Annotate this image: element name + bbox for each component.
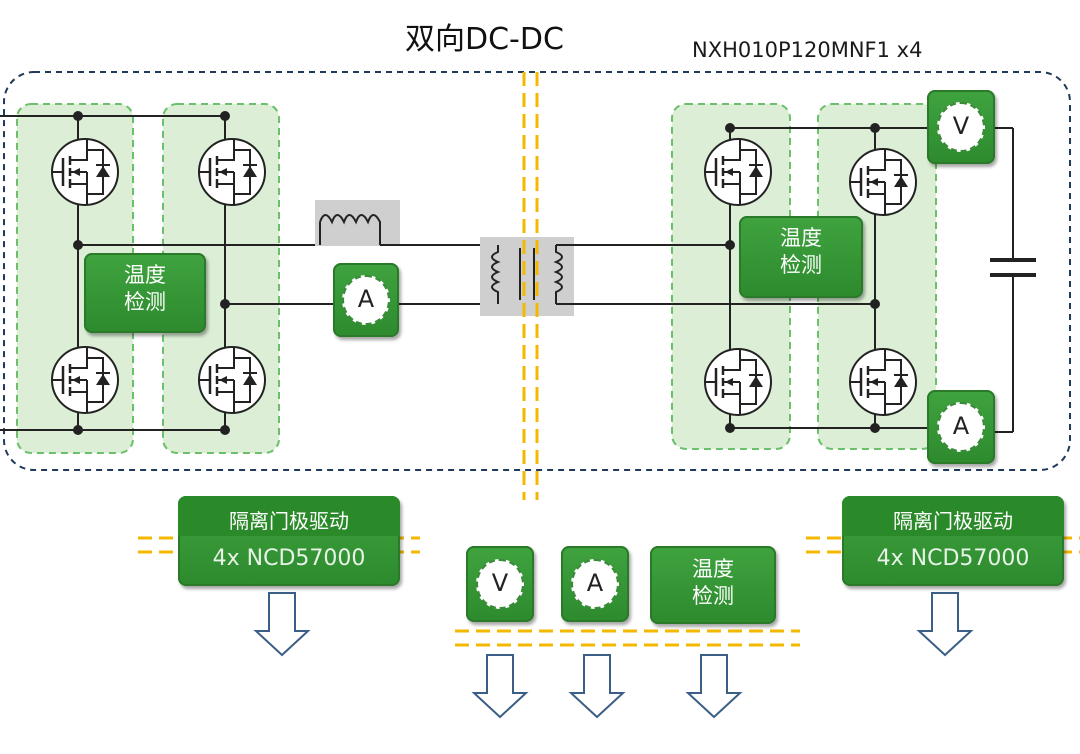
voltage-meter-bottom: V	[466, 546, 534, 622]
diagram-title: 双向DC-DC	[405, 22, 564, 57]
voltage-meter-right: V	[927, 90, 995, 164]
gate-driver-left-part: 4x NCD57000	[212, 546, 366, 571]
meter-dial: A	[937, 402, 985, 452]
meter-dial: V	[476, 559, 524, 609]
gate-driver-right-part: 4x NCD57000	[876, 546, 1030, 571]
temp-sense-label-left: 温度 检测	[124, 263, 166, 314]
voltage-symbol: V	[952, 112, 970, 140]
meter-dial: A	[571, 559, 619, 609]
temp-sense-block-right	[739, 216, 863, 298]
meter-dial: A	[342, 275, 390, 325]
current-symbol: A	[586, 569, 604, 597]
meter-dial: V	[937, 102, 985, 152]
gate-driver-left-header	[178, 496, 400, 536]
current-meter-left: A	[333, 263, 399, 337]
gate-driver-right-label: 隔离门极驱动	[893, 509, 1013, 533]
current-symbol: A	[952, 412, 970, 440]
current-meter-bottom: A	[561, 546, 629, 622]
current-meter-right: A	[927, 390, 995, 464]
current-symbol: A	[357, 285, 375, 313]
voltage-symbol: V	[491, 569, 509, 597]
gate-driver-right-header	[842, 496, 1064, 536]
module-part-label: NXH010P120MNF1 x4	[692, 38, 923, 62]
gate-driver-left-label: 隔离门极驱动	[229, 509, 349, 533]
temp-sense-block-left	[84, 253, 206, 333]
temp-sense-label-bottom: 温度 检测	[692, 557, 734, 608]
temp-sense-label-right: 温度 检测	[780, 226, 822, 277]
temp-sense-block-bottom	[650, 546, 776, 624]
